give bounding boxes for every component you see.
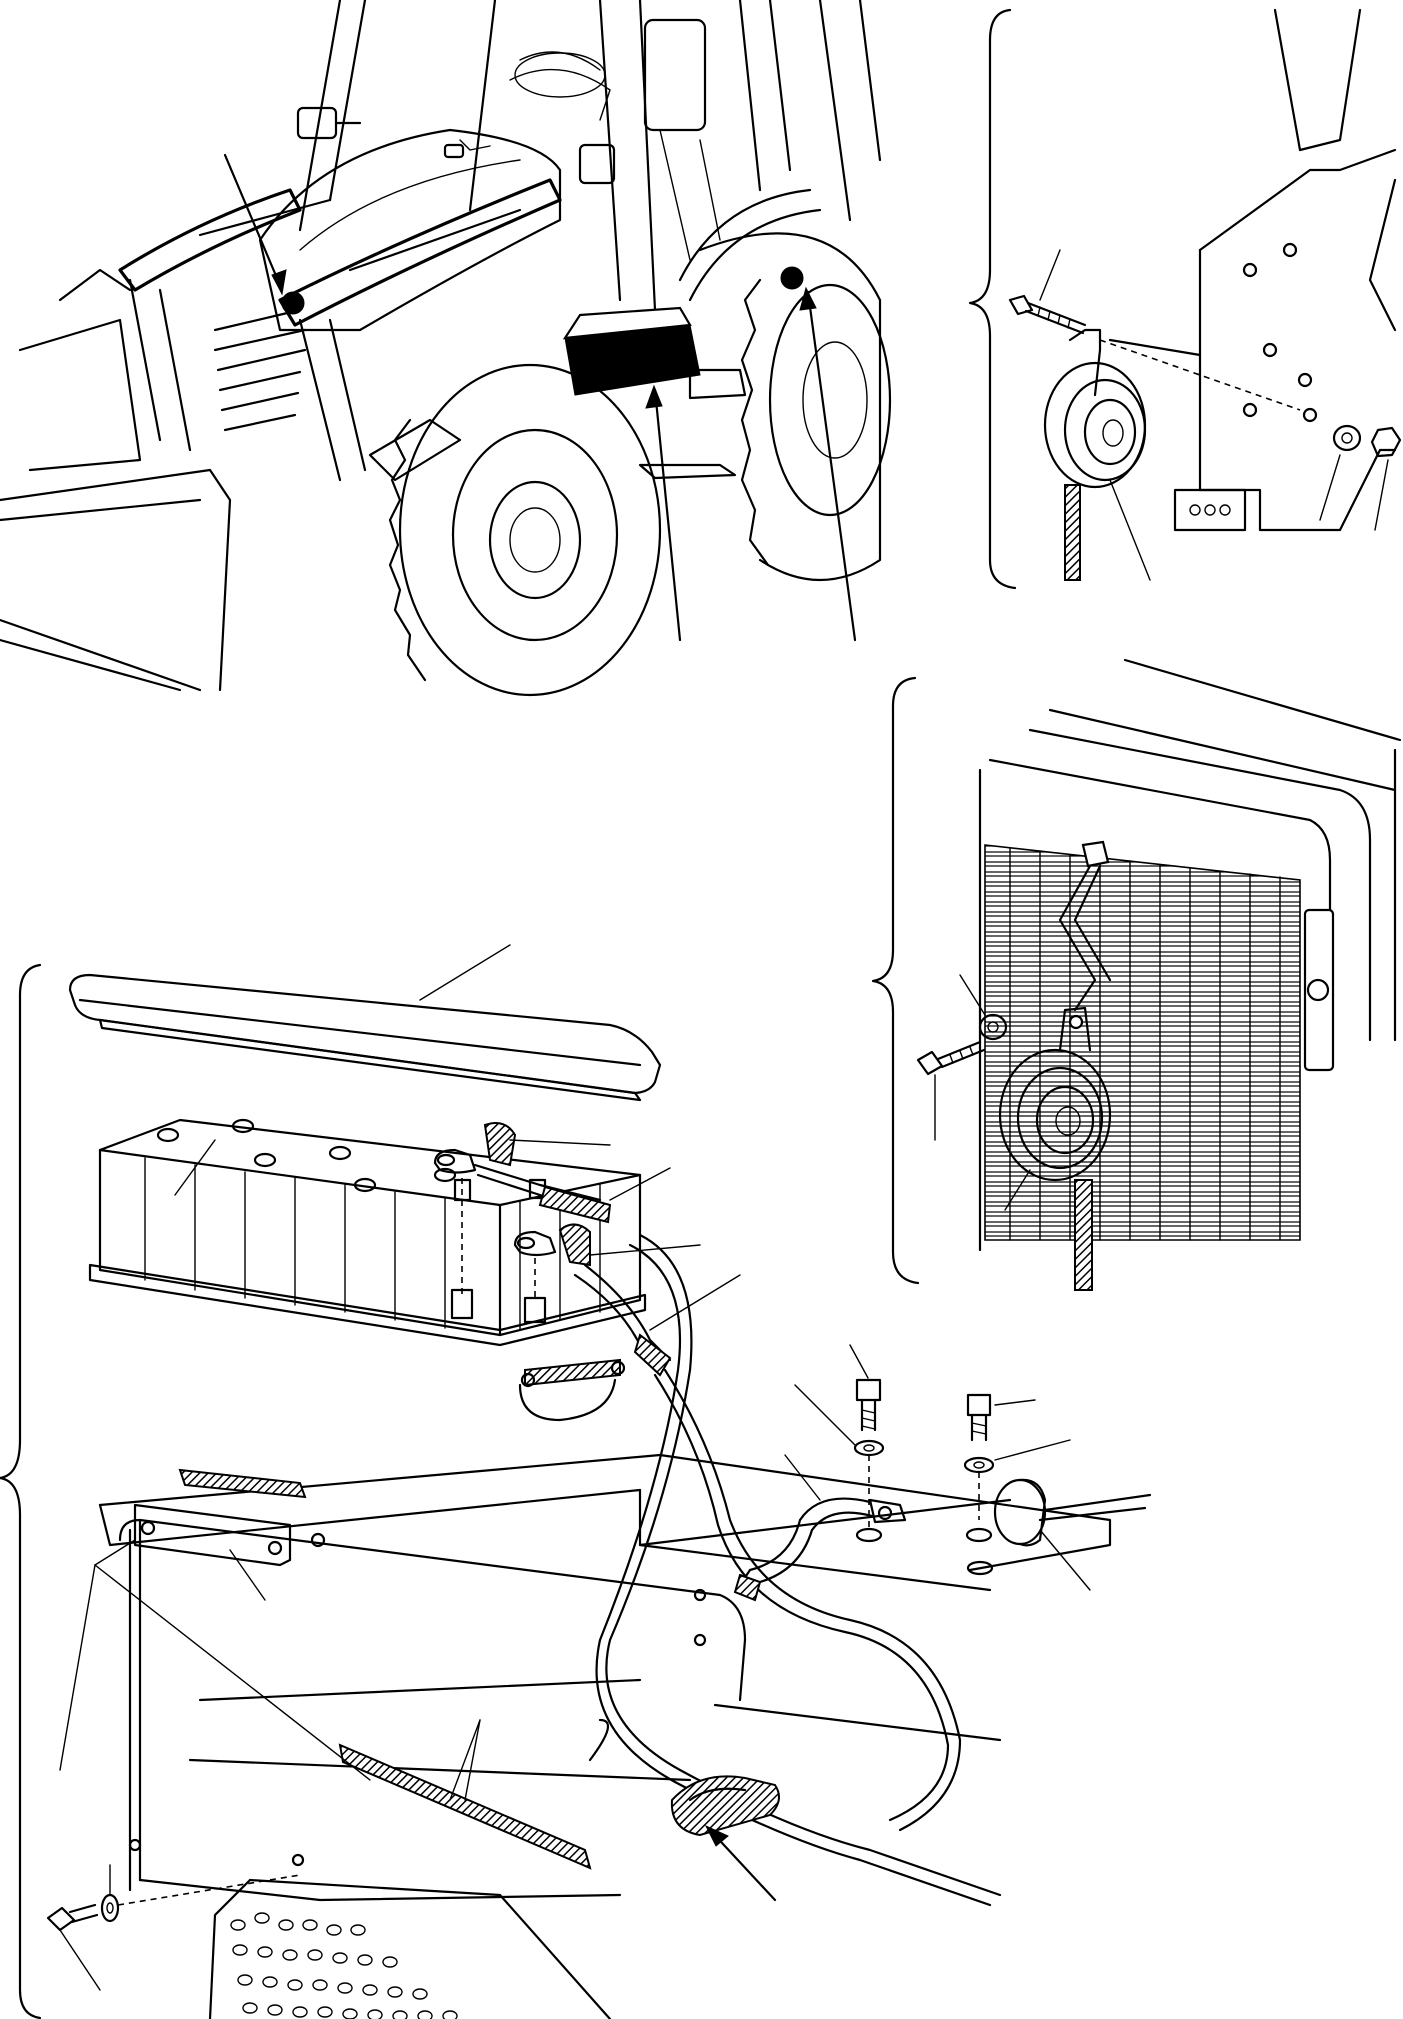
- battery-hold-down-bracket: [133, 1503, 292, 1567]
- front-grille-slats: [213, 308, 307, 432]
- battery-pad-bottom: [338, 1743, 592, 1870]
- side-latch: [1303, 908, 1335, 1072]
- engine-hood: [258, 128, 562, 332]
- cable-grommet: [670, 1775, 780, 1837]
- step-holes: [230, 1912, 458, 2019]
- callout-leaders-horn-front: [934, 974, 1031, 1211]
- horn-front: [998, 1006, 1112, 1291]
- battery-terminal-negative: [453, 1178, 472, 1202]
- battery: [88, 1118, 647, 1422]
- battery-pad-top: [178, 1468, 307, 1499]
- cab-frame: [298, 0, 882, 312]
- loader-arm-left: [118, 188, 302, 292]
- battery-exploded-panel: [0, 944, 1152, 2019]
- work-light-right: [578, 143, 616, 185]
- machine-overview-panel: [0, 0, 892, 697]
- battery-handle: [518, 1378, 617, 1422]
- horn-rear: [1043, 328, 1147, 581]
- group-brace-horn-rear: [968, 8, 1017, 590]
- battery-tray: [98, 1453, 1112, 1902]
- grille-clip: [1081, 840, 1110, 868]
- terminal-clamp-positive: [513, 1223, 672, 1377]
- callout-leaders-horn-rear: [1039, 249, 1389, 581]
- ground-strap: [733, 1497, 907, 1602]
- loader-arm-right: [278, 178, 562, 327]
- horn-rear-nut: [1370, 426, 1402, 458]
- terminal-post-positive: [523, 1296, 547, 1324]
- horn-rear-bolt: [1008, 294, 1087, 335]
- horn-rear-washer: [1332, 424, 1362, 452]
- location-marker-horn-rear: [780, 266, 804, 290]
- battery-lid: [68, 973, 662, 1102]
- horn-front-bolt: [916, 1040, 986, 1076]
- horn-rear-detail-panel: [968, 8, 1402, 590]
- terminal-clamp-negative: [433, 1122, 612, 1295]
- strap-bolt-left: [853, 1378, 885, 1543]
- radiator-grille: [984, 844, 1301, 1241]
- battery-box-location: [562, 306, 701, 396]
- battery-cables: [595, 1233, 1002, 1907]
- callout-arrows-overview: [223, 153, 857, 642]
- rear-tire: [678, 188, 892, 582]
- location-marker-horn-front: [281, 291, 305, 315]
- cab-step: [638, 463, 737, 480]
- terminal-post-negative: [450, 1288, 474, 1320]
- cable-tie-ring: [993, 1478, 1152, 1547]
- horn-front-washer: [978, 1013, 1008, 1041]
- tray-bolt: [46, 1874, 301, 1932]
- strap-bolt-right: [963, 1393, 995, 1543]
- callout-leaders-battery: [59, 944, 1091, 1991]
- battery-vent-caps: [156, 1118, 457, 1193]
- horn-front-detail-panel: [871, 658, 1402, 1291]
- front-bucket: [0, 468, 232, 692]
- access-step: [208, 1718, 612, 2019]
- front-tire: [388, 363, 662, 697]
- group-brace-battery: [0, 963, 42, 2019]
- battery-cell-lines: [144, 1157, 601, 1331]
- group-brace-horn-front: [871, 676, 920, 1285]
- grille-vertical-bars: [1009, 847, 1281, 1241]
